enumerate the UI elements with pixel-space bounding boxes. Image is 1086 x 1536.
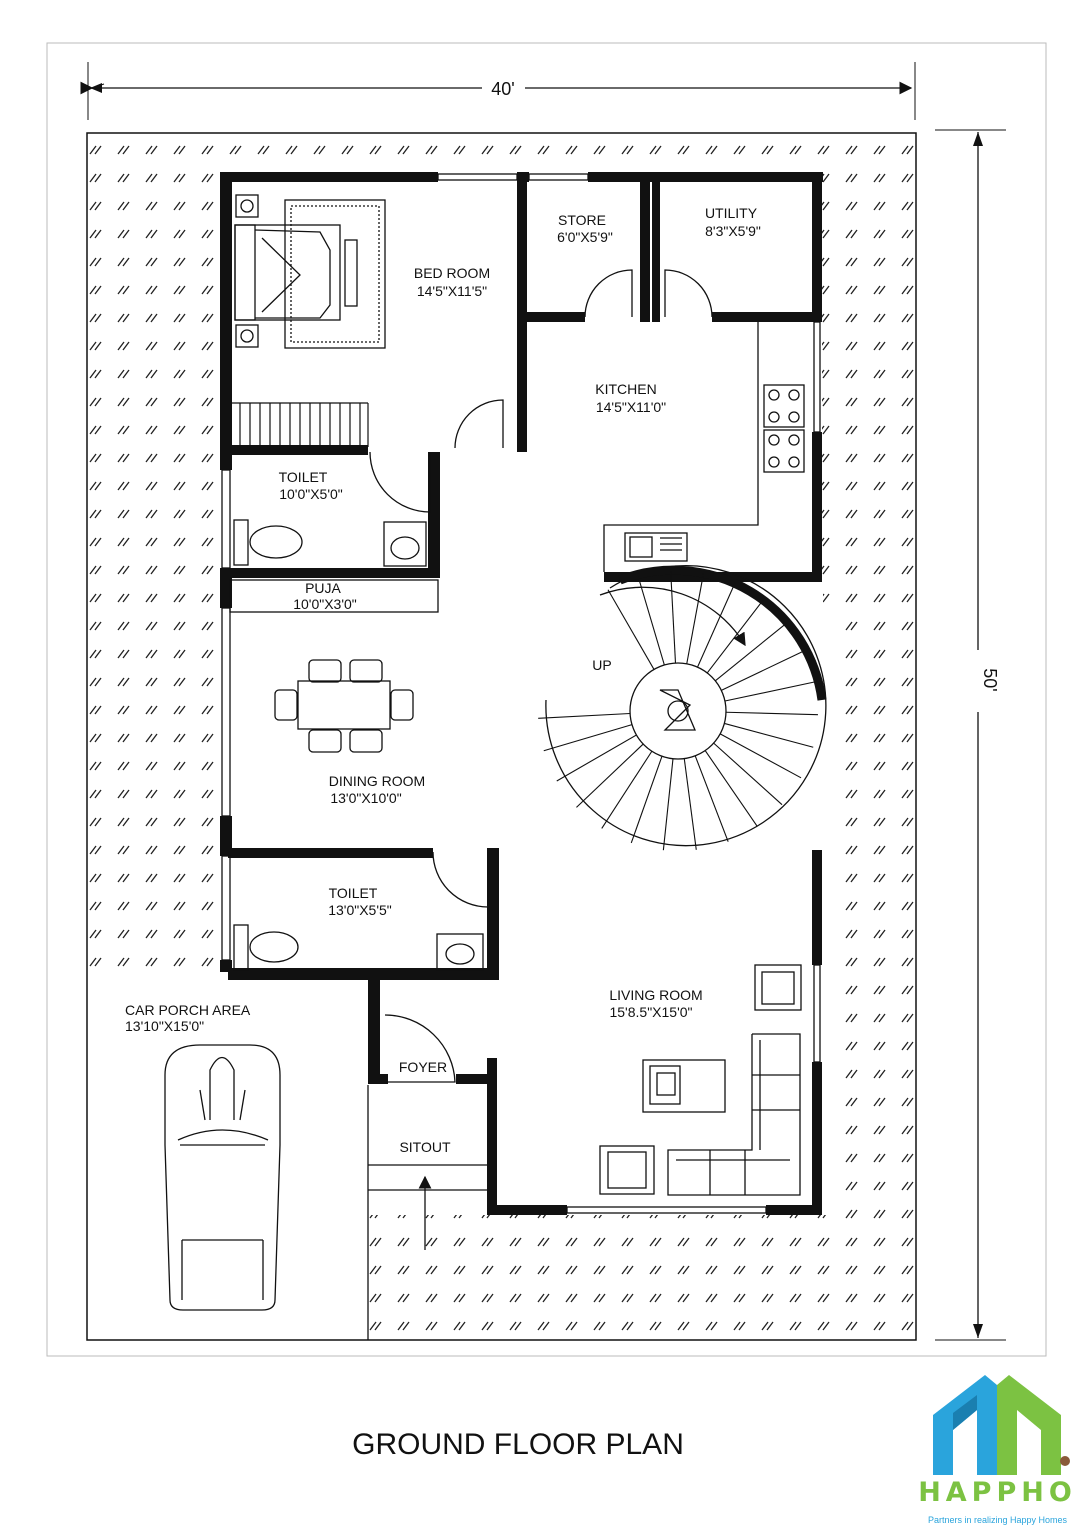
stair-tread [670,571,677,664]
spiral-staircase [545,565,827,847]
stair-tread [556,734,637,782]
plot-boundary [86,132,917,1341]
stair-direction-arrow [599,586,746,647]
living-furniture [599,964,802,1196]
dining-size: 13'0"X10'0" [330,790,401,806]
dining-name: DINING ROOM [329,773,425,789]
spiral-treads [538,571,818,851]
toilet1-size: 10'0"X5'0" [279,486,343,502]
puja-size: 10'0"X3'0" [293,596,357,612]
utility-name: UTILITY [705,205,758,221]
stair-tread [683,758,697,850]
stair-tread [543,724,633,752]
stair-tread [686,573,705,664]
brand-tagline: Partners in realizing Happy Homes [927,1515,1068,1525]
stair-tread [724,722,814,748]
setback-hatch [88,134,915,1339]
toilet-fixtures [233,519,484,971]
toilet2-name: TOILET [329,885,378,901]
stair-tread [637,576,665,666]
house-logo-icon [933,1375,1070,1475]
plan-title: GROUND FLOOR PLAN [352,1428,684,1461]
width-label: 40' [491,79,514,99]
kitchen-size: 14'5"X11'0" [596,399,666,415]
living-name: LIVING ROOM [609,987,702,1003]
porch-size: 13'10"X15'0" [125,1018,204,1034]
puja-name: PUJA [305,580,341,596]
bedroom-steps [232,402,369,447]
living-size: 15'8.5"X15'0" [609,1004,692,1020]
stair-tread [724,681,816,702]
sitout-entry [367,1085,487,1340]
toilet2-size: 13'0"X5'5" [328,902,392,918]
stair-tread [713,742,783,806]
stair-tread [538,712,631,719]
room-labels: BED ROOM 14'5"X11'5" STORE 6'0"X5'9" UTI… [125,205,761,1155]
utility-size: 8'3"X5'9" [705,223,761,239]
sitout-name: SITOUT [399,1139,451,1155]
porch-name: CAR PORCH AREA [125,1002,251,1018]
depth-dimension [935,129,1006,1341]
happho-logo: HAPPHO Partners in realizing Happy Homes [915,1365,1080,1535]
stair-tread [714,622,788,682]
stair-tread [607,589,655,670]
dining-table [274,659,414,753]
stair-tread [721,650,805,691]
store-name: STORE [558,212,606,228]
kitchen-counter [603,322,805,572]
stair-tread [704,750,758,827]
depth-label: 50' [980,668,1000,691]
width-dimension [80,62,916,120]
stair-tread [725,711,818,716]
toilet1-name: TOILET [279,469,328,485]
stair-tread [719,733,802,779]
windows [221,173,821,1214]
bedroom-size: 14'5"X11'5" [417,283,487,299]
walls [220,172,823,1215]
kitchen-name: KITCHEN [595,381,656,397]
sheet-frame [46,42,1047,1357]
stair-tread [630,756,663,844]
foyer-name: FOYER [399,1059,447,1075]
stair-tread [694,755,729,842]
stair-tread [662,758,674,851]
stair-tread [706,599,764,674]
stair-tread [697,582,736,668]
brand-name: HAPPHO [918,1477,1077,1508]
stair-tread [576,743,644,808]
doors [369,269,713,1083]
bed [234,194,386,349]
stair-up-label: UP [592,657,611,673]
car [164,1044,281,1311]
store-size: 6'0"X5'9" [557,229,613,245]
stair-tread [601,750,653,829]
bedroom-name: BED ROOM [414,265,490,281]
